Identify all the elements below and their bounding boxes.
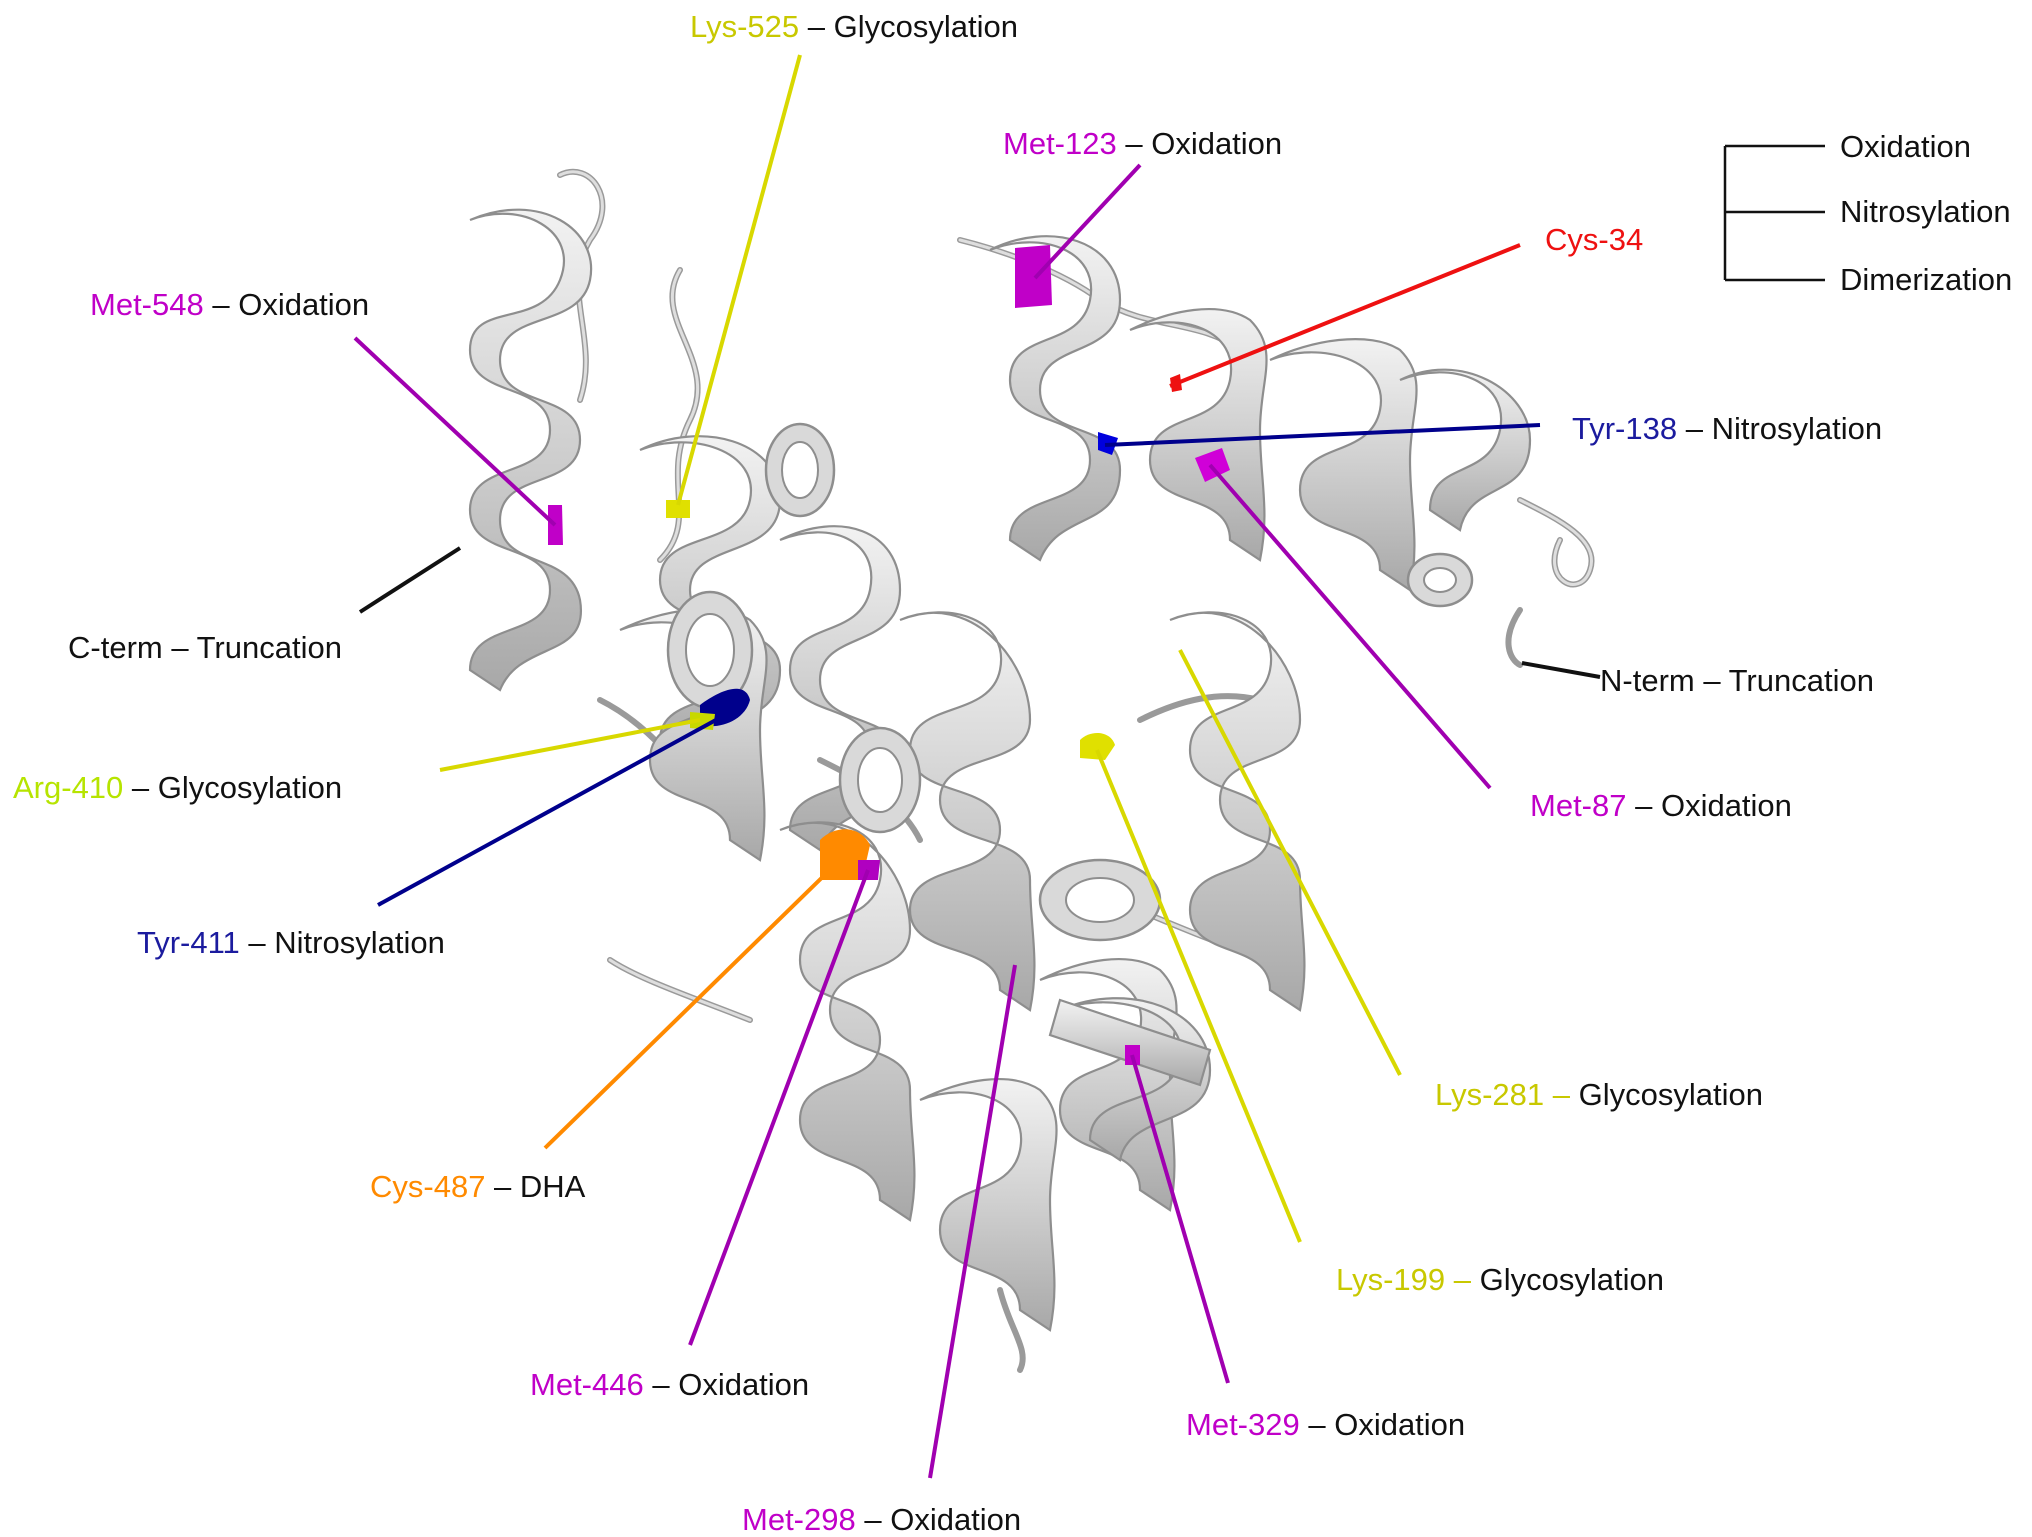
tyr411-label: Tyr-411 – Nitrosylation bbox=[137, 925, 445, 960]
met548-leader bbox=[355, 338, 555, 525]
met123-highlight bbox=[1015, 245, 1052, 308]
cys34-label: Cys-34 bbox=[1545, 222, 1643, 257]
met123-label: Met-123 – Oxidation bbox=[1003, 126, 1282, 161]
bracket-item-oxidation: Oxidation bbox=[1840, 129, 1971, 164]
cys487-leader bbox=[545, 860, 840, 1148]
tyr138-label: Tyr-138 – Nitrosylation bbox=[1572, 411, 1882, 446]
met548-label: Met-548 – Oxidation bbox=[90, 287, 369, 322]
met298-label: Met-298 – Oxidation bbox=[742, 1502, 1021, 1537]
met446-label: Met-446 – Oxidation bbox=[530, 1367, 809, 1402]
cterm-label: C-term – Truncation bbox=[68, 630, 342, 665]
cys487-label: Cys-487 – DHA bbox=[370, 1169, 586, 1204]
bracket-item-dimerization: Dimerization bbox=[1840, 262, 2012, 297]
tyr411-leader bbox=[378, 715, 725, 905]
met87-label: Met-87 – Oxidation bbox=[1530, 788, 1792, 823]
nterm-leader bbox=[1522, 663, 1600, 677]
nterm-label: N-term – Truncation bbox=[1600, 663, 1874, 698]
lys281-label: Lys-281 – Glycosylation bbox=[1435, 1077, 1763, 1112]
lys199-label: Lys-199 – Glycosylation bbox=[1336, 1262, 1664, 1297]
met329-label: Met-329 – Oxidation bbox=[1186, 1407, 1465, 1442]
annotation-labels: Lys-525 – Glycosylation Met-123 – Oxidat… bbox=[13, 9, 2012, 1537]
protein-ribbon bbox=[470, 172, 1592, 1370]
cys34-bracket bbox=[1725, 146, 1825, 280]
bracket-item-nitrosylation: Nitrosylation bbox=[1840, 194, 2011, 229]
cterm-leader bbox=[360, 548, 460, 612]
lys525-label: Lys-525 – Glycosylation bbox=[690, 9, 1018, 44]
arg410-label: Arg-410 – Glycosylation bbox=[13, 770, 342, 805]
met548-highlight bbox=[548, 505, 563, 545]
met446-highlight bbox=[858, 860, 880, 880]
